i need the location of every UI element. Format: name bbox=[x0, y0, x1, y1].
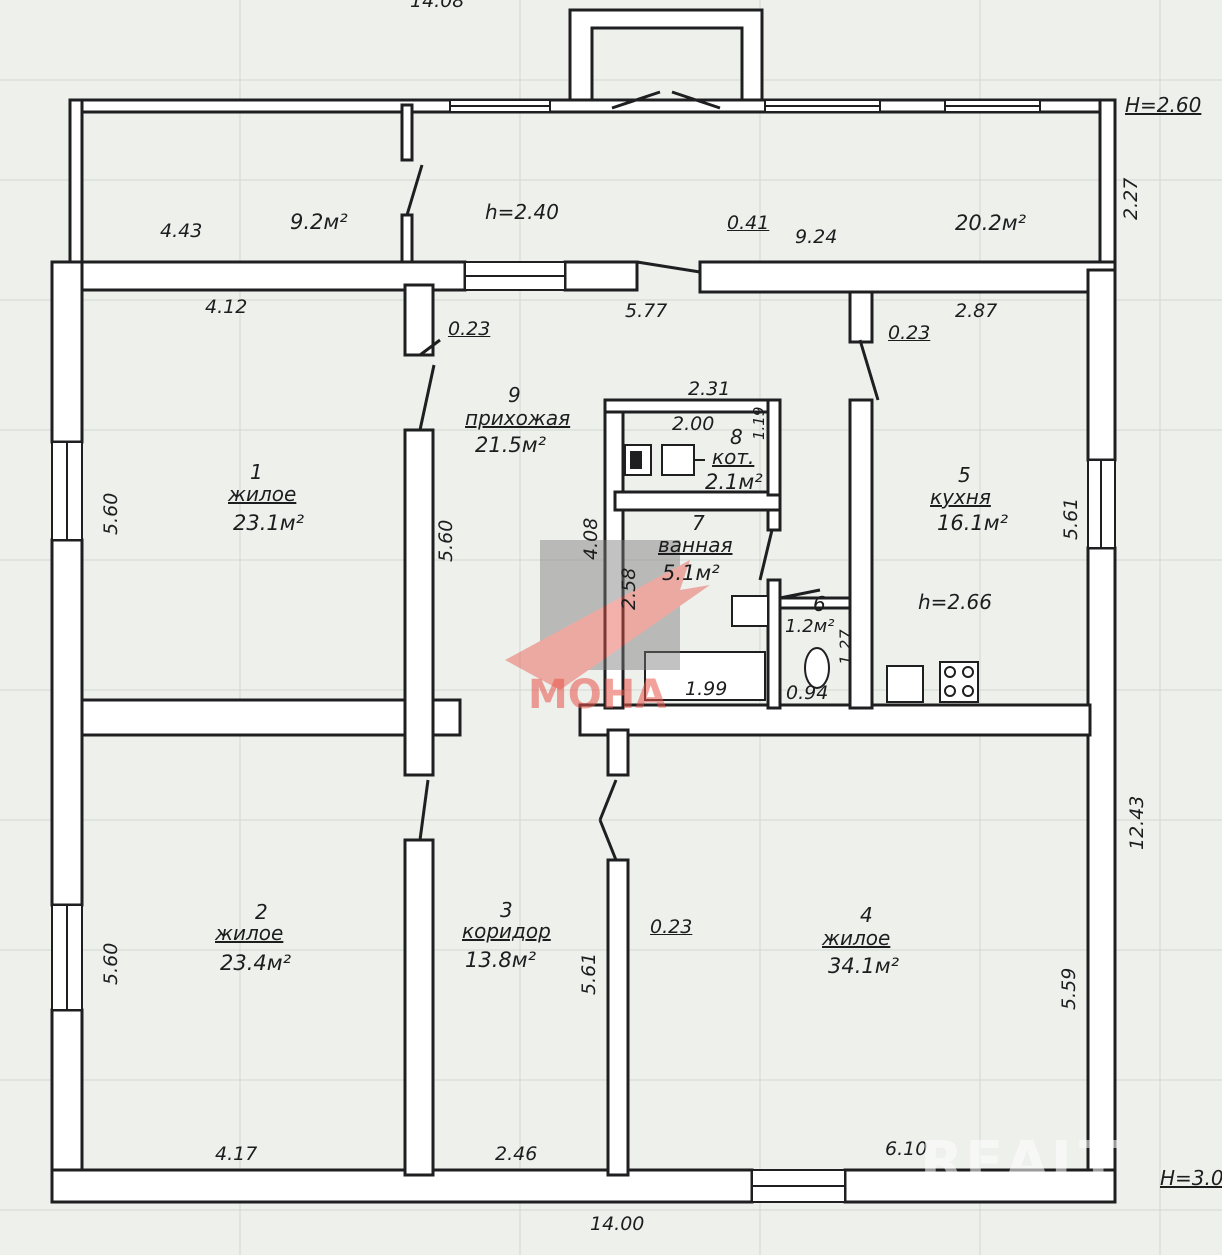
wall-thickness-3: 0.23 bbox=[650, 916, 693, 938]
corridor-height: 5.61 bbox=[578, 952, 600, 995]
bath-block-height: 4.08 bbox=[580, 517, 602, 560]
corridor-width: 2.46 bbox=[495, 1143, 538, 1165]
room2-name: жилое bbox=[215, 921, 284, 945]
wall-thickness-2: 0.23 bbox=[888, 322, 931, 344]
room1-name: жилое bbox=[228, 482, 297, 506]
room9-area: 21.5м² bbox=[475, 433, 547, 457]
room3-name: коридор bbox=[462, 919, 551, 943]
room2-number: 2 bbox=[255, 900, 268, 924]
room1-height: 5.60 bbox=[100, 492, 122, 535]
room2-width: 4.17 bbox=[215, 1143, 258, 1165]
fixtures bbox=[624, 444, 979, 703]
wc-width: 0.94 bbox=[786, 682, 829, 704]
room6-area: 1.2м² bbox=[785, 616, 835, 637]
room1-width: 4.12 bbox=[205, 296, 248, 318]
kitchen-width: 2.87 bbox=[955, 300, 998, 322]
kitchen-height: 5.61 bbox=[1060, 497, 1082, 540]
room4-height: 5.59 bbox=[1058, 967, 1080, 1010]
room2-height: 5.60 bbox=[100, 942, 122, 985]
total-height: 12.43 bbox=[1126, 795, 1148, 850]
room3-area: 13.8м² bbox=[465, 948, 537, 972]
kitchen-sink-icon bbox=[886, 665, 924, 703]
bath-height: 2.58 bbox=[618, 567, 640, 610]
bath-width: 1.99 bbox=[685, 678, 728, 700]
veranda-mid-length: 9.24 bbox=[795, 226, 838, 248]
room7-area: 5.1м² bbox=[662, 561, 720, 585]
top-dimension-partial: 14.08 bbox=[410, 0, 465, 12]
room6-number: 6 bbox=[813, 592, 826, 616]
wall-thickness-1: 0.23 bbox=[448, 318, 491, 340]
room5-name: кухня bbox=[930, 485, 991, 509]
doors bbox=[405, 90, 880, 861]
total-width: 14.00 bbox=[590, 1213, 645, 1235]
room8-name: кот. bbox=[712, 445, 755, 469]
kitchen-ceiling-height: h=2.66 bbox=[918, 590, 992, 614]
room1-number: 1 bbox=[250, 460, 263, 484]
veranda-right-area: 20.2м² bbox=[955, 211, 1027, 235]
veranda-ceiling-height: h=2.40 bbox=[485, 200, 559, 224]
room8-area: 2.1м² bbox=[705, 470, 763, 494]
boiler-width: 2.00 bbox=[672, 413, 715, 435]
outer-height-bottom: H=3.0 bbox=[1160, 1166, 1222, 1190]
room4-area: 34.1м² bbox=[828, 954, 900, 978]
mona-logo bbox=[505, 540, 710, 690]
room8-number: 8 bbox=[730, 425, 743, 449]
boiler-height: 1.19 bbox=[750, 406, 768, 440]
room1-area: 23.1м² bbox=[233, 511, 305, 535]
room4-width: 6.10 bbox=[885, 1138, 928, 1160]
room2-area: 23.4м² bbox=[220, 951, 292, 975]
room3-number: 3 bbox=[500, 898, 513, 922]
room5-number: 5 bbox=[958, 463, 971, 487]
bath-block-width: 2.31 bbox=[688, 378, 731, 400]
sink-icon bbox=[731, 595, 769, 627]
veranda-left-length: 4.43 bbox=[160, 220, 203, 242]
windows bbox=[51, 99, 1116, 1203]
mona-watermark: МОНА bbox=[528, 672, 667, 718]
bathtub-icon bbox=[644, 651, 766, 701]
hall-height: 5.60 bbox=[435, 519, 457, 562]
realt-watermark: REALT bbox=[920, 1130, 1120, 1195]
veranda-depth: 2.27 bbox=[1120, 177, 1142, 220]
outer-height-top: H=2.60 bbox=[1125, 93, 1202, 117]
room4-name: жилое bbox=[822, 926, 891, 950]
room7-name: ванная bbox=[658, 533, 733, 557]
room4-number: 4 bbox=[860, 903, 873, 927]
hall-width: 5.77 bbox=[625, 300, 668, 322]
room7-number: 7 bbox=[692, 511, 705, 535]
room9-name: прихожая bbox=[465, 406, 571, 430]
room5-area: 16.1м² bbox=[937, 511, 1009, 535]
walls bbox=[50, 8, 1117, 1204]
room9-number: 9 bbox=[508, 383, 521, 407]
water-heater-icon bbox=[661, 444, 695, 476]
door-width-small: 0.41 bbox=[727, 212, 770, 234]
veranda-left-area: 9.2м² bbox=[290, 210, 348, 234]
toilet-icon bbox=[804, 647, 830, 689]
wc-height: 1.27 bbox=[836, 629, 855, 665]
